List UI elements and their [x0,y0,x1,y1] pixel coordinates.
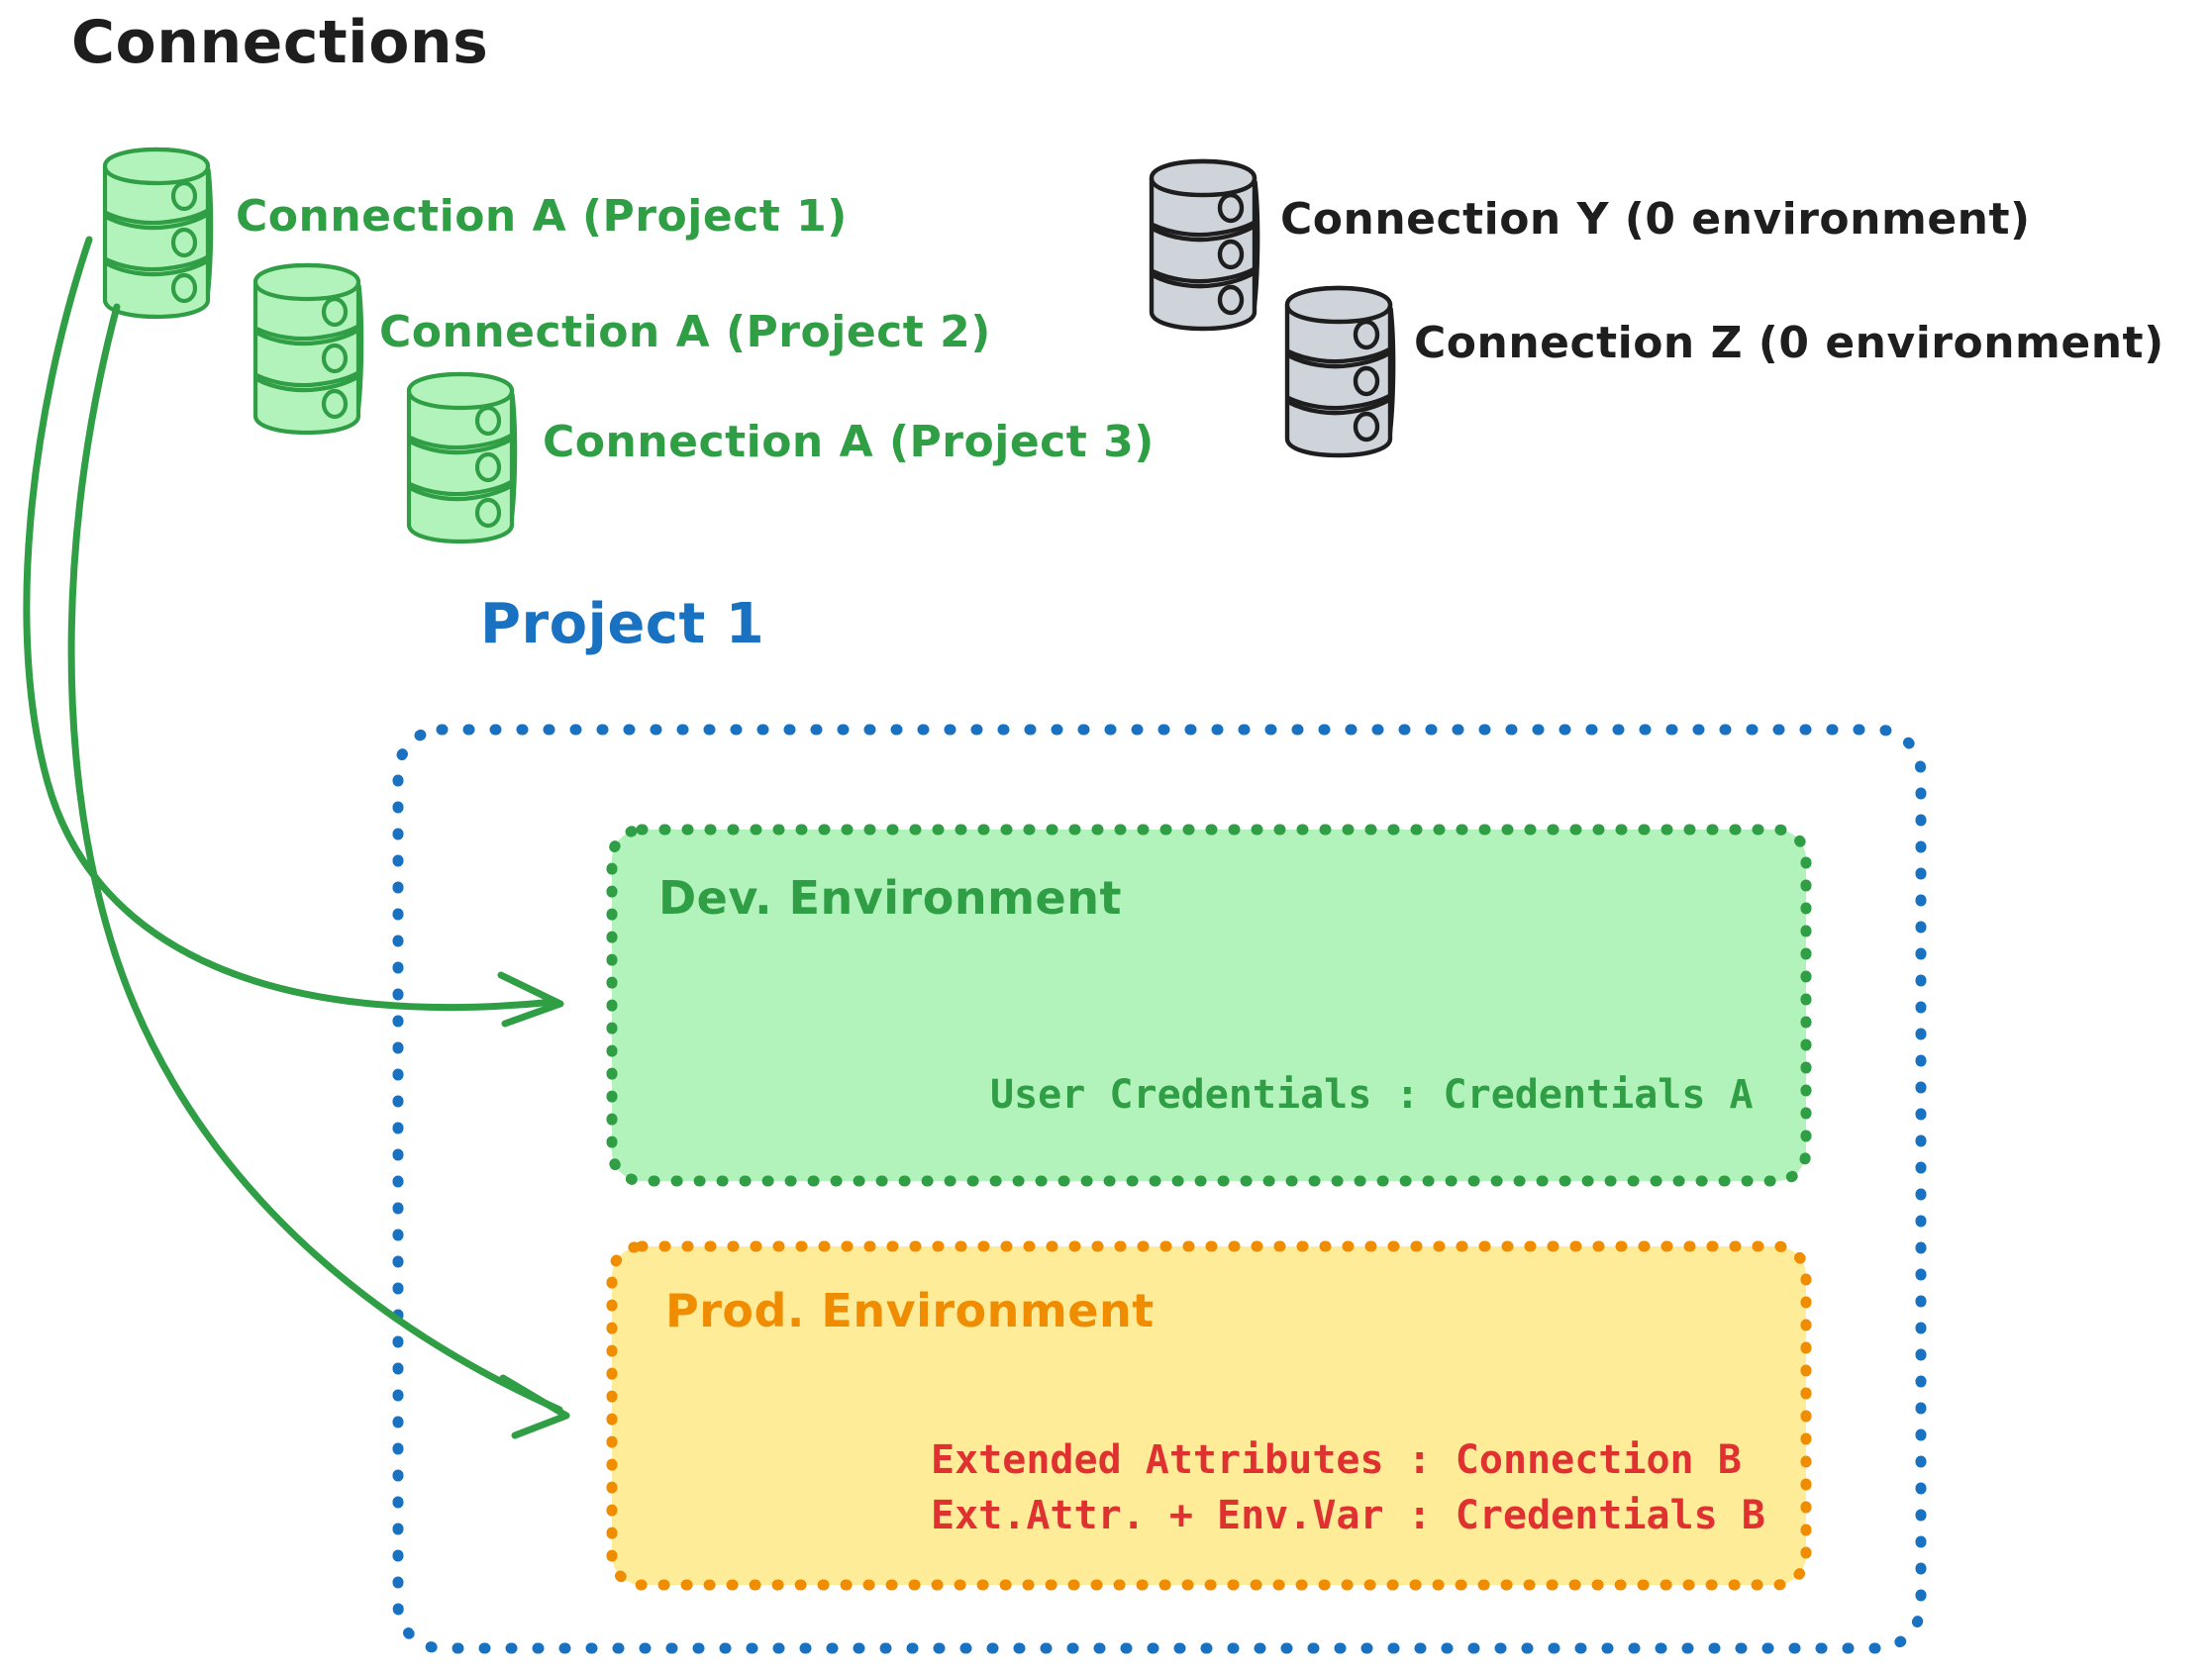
database-cylinder-icon-connection-y [1152,161,1258,329]
connection-label-z: Connection Z (0 environment) [1414,318,2164,368]
prod-environment-env-var-line: Ext.Attr. + Env.Var : Credentials B [931,1493,1765,1538]
dev-environment-title: Dev. Environment [658,871,1122,925]
database-cylinder-icon-connection-a1 [105,149,212,317]
database-cylinder-icon-connection-z [1287,288,1394,455]
connection-label-a-project-1: Connection A (Project 1) [236,191,848,242]
dev-environment-credentials-line: User Credentials : Credentials A [990,1072,1754,1118]
project-title: Project 1 [480,592,765,656]
connection-label-y: Connection Y (0 environment) [1280,194,2031,245]
connection-label-a-project-2: Connection A (Project 2) [379,307,991,357]
page-title: Connections [71,8,489,77]
prod-environment-extended-attributes-line: Extended Attributes : Connection B [931,1437,1742,1483]
database-cylinder-icon-connection-a3 [409,374,516,542]
database-cylinder-icon-connection-a2 [255,265,362,433]
prod-environment-title: Prod. Environment [665,1284,1155,1337]
arrow-connection-a1-to-prod-environment [67,303,570,1439]
connection-label-a-project-3: Connection A (Project 3) [543,417,1155,467]
